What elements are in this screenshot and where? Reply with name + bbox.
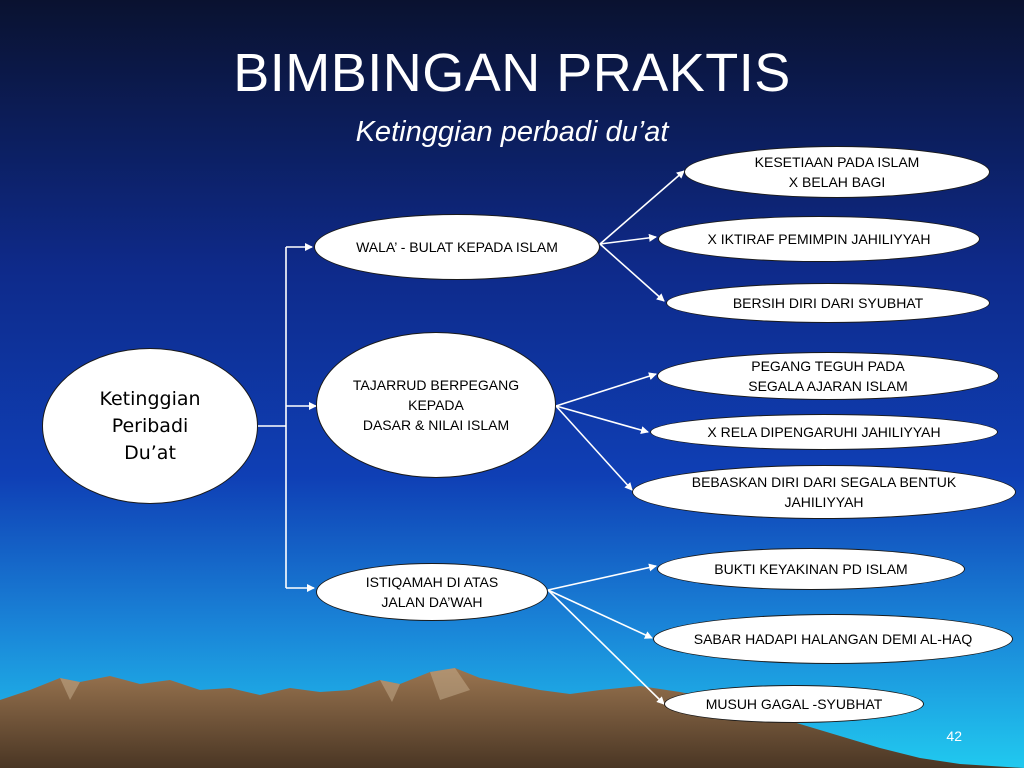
connector-tajarrud-pegang — [555, 372, 657, 407]
node-pegang: PEGANG TEGUH PADA SEGALA AJARAN ISLAM — [657, 352, 999, 400]
mountain-range — [0, 668, 1024, 768]
node-kesetiaan: KESETIAAN PADA ISLAM X BELAH BAGI — [684, 146, 990, 198]
slide-subtitle: Ketinggian perbadi du’at — [355, 116, 669, 148]
connector-istiqamah-sabar — [547, 589, 653, 639]
node-istiqamah: ISTIQAMAH DI ATAS JALAN DA’WAH — [316, 563, 548, 621]
connector-wala-kesetiaan — [599, 170, 685, 245]
node-bebaskan: BEBASKAN DIRI DARI SEGALA BENTUK JAHILIY… — [632, 465, 1016, 519]
node-tajarrud: TAJARRUD BERPEGANG KEPADA DASAR & NILAI … — [316, 332, 556, 478]
node-rela: X RELA DIPENGARUHI JAHILIYYAH — [650, 414, 998, 450]
connector-wala-bersih — [599, 243, 665, 302]
slide-title: BIMBINGAN PRAKTIS — [233, 43, 791, 103]
connector-istiqamah-musuh — [547, 589, 665, 705]
node-sabar: SABAR HADAPI HALANGAN DEMI AL-HAQ — [653, 614, 1013, 664]
connector-wala-iktiraf — [599, 233, 657, 245]
node-bukti: BUKTI KEYAKINAN PD ISLAM — [657, 548, 965, 590]
connector-istiqamah-bukti — [547, 563, 657, 591]
connector-tajarrud-rela — [555, 405, 649, 434]
node-musuh: MUSUH GAGAL -SYUBHAT — [664, 685, 924, 723]
node-root: Ketinggian Peribadi Du’at — [42, 348, 258, 504]
node-bersih: BERSIH DIRI DARI SYUBHAT — [666, 283, 990, 323]
node-wala: WALA’ - BULAT KEPADA ISLAM — [314, 214, 600, 280]
page-number: 42 — [946, 728, 962, 744]
node-iktiraf: X IKTIRAF PEMIMPIN JAHILIYYAH — [658, 216, 980, 262]
connector-tajarrud-bebaskan — [555, 405, 633, 491]
